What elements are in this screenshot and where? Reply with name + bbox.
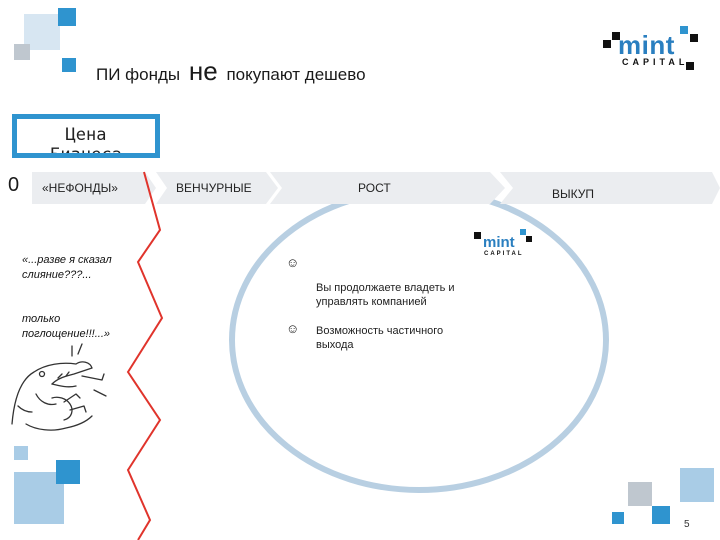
logo-square (690, 34, 698, 42)
stage-arrow-nefondy (32, 172, 156, 204)
decor-square (62, 58, 76, 72)
title-part: ПИ фонды (96, 65, 181, 84)
zigzag-line (126, 171, 164, 540)
bullet-text: выхода (316, 339, 354, 351)
price-box-line: Бизнеса (50, 145, 122, 158)
decor-square (652, 506, 670, 524)
stage-arrow-buyout (500, 172, 720, 204)
logo-subtitle: CAPITAL (622, 57, 689, 67)
decor-square (14, 472, 64, 524)
axis-zero: 0 (8, 174, 20, 196)
bullet-text: Возможность частичного (316, 325, 444, 337)
logo-square (474, 232, 481, 239)
page-title: ПИ фонды не покупают дешево (96, 56, 366, 87)
logo-wordmark-small: mint (483, 234, 515, 251)
logo-subtitle-small: CAPITAL (484, 251, 524, 257)
smiley-icon: ☺ (286, 255, 300, 270)
title-emphasis: не (188, 56, 218, 86)
logo-square (612, 32, 620, 40)
quote-line: слияние???... (22, 269, 92, 281)
quote-line: «...разве я сказал (22, 254, 112, 266)
decor-square (14, 44, 30, 60)
stage-label-growth: РОСТ (358, 181, 391, 195)
price-box-line: Цена (65, 125, 107, 145)
stage-arrow-growth (270, 172, 505, 204)
dinosaur-illustration (11, 343, 107, 431)
decor-square (56, 460, 80, 484)
stage-label-nefondy: «НЕФОНДЫ» (42, 181, 118, 195)
decor-square (680, 468, 714, 502)
stage-label-venture: ВЕНЧУРНЫЕ (176, 181, 252, 195)
bullet-text: управлять компанией (316, 296, 427, 308)
logo-wordmark: mint (618, 30, 675, 60)
logo-square (526, 236, 532, 242)
decor-square (58, 8, 76, 26)
logo-square (686, 62, 694, 70)
page-number: 5 (684, 519, 690, 530)
quote-line: поглощение!!!...» (22, 328, 111, 340)
logo-square (680, 26, 688, 34)
smiley-icon: ☺ (286, 321, 300, 336)
logo-square (520, 229, 526, 235)
bullet-text: Вы продолжаете владеть и (316, 282, 455, 294)
decor-square (14, 446, 28, 460)
decor-square (24, 14, 60, 50)
stage-arrow-venture (156, 172, 278, 204)
quote-line: только (22, 313, 61, 325)
price-box: Цена Бизнеса (12, 114, 160, 158)
growth-ellipse (229, 187, 609, 493)
title-part: покупают дешево (226, 65, 366, 84)
stage-label-buyout: ВЫКУП (552, 187, 594, 201)
decor-square (612, 512, 624, 524)
logo-square (603, 40, 611, 48)
decor-square (628, 482, 652, 506)
